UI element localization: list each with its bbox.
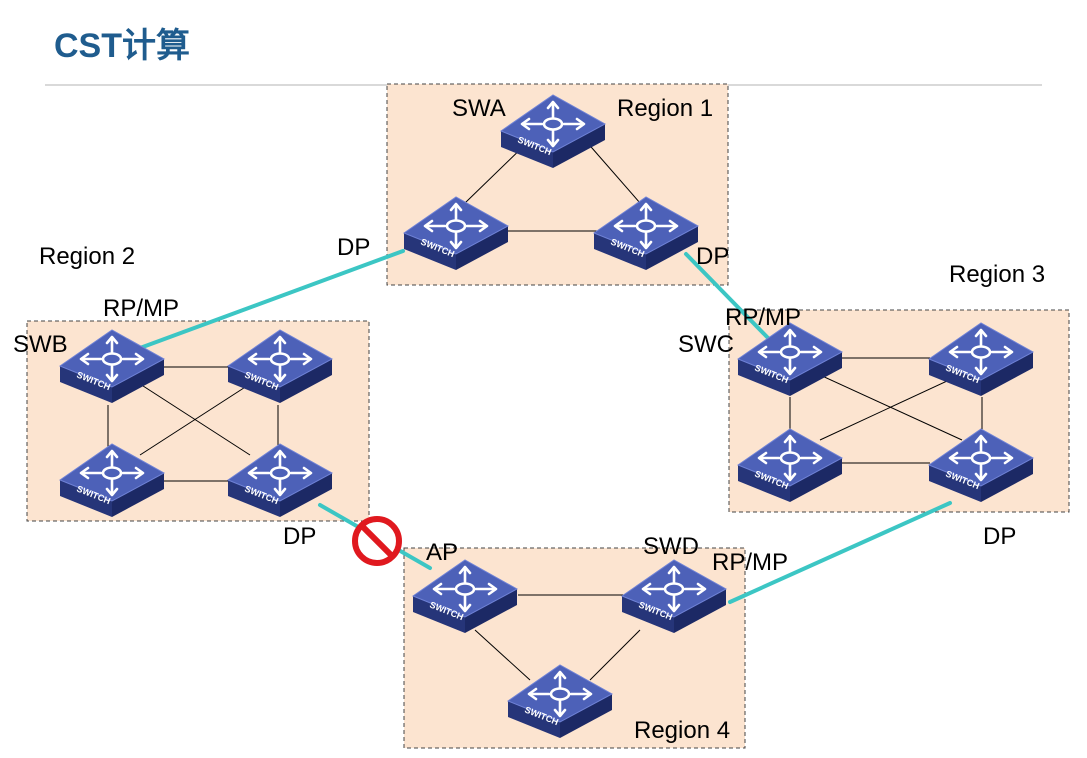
switch-region2-topright-icon[interactable]: SWITCH	[226, 328, 334, 405]
region-3-label: Region 3	[949, 261, 1045, 288]
inter-region-links	[138, 249, 952, 604]
switch-region1-right-icon[interactable]: SWITCH	[592, 195, 700, 272]
switch-region4-bottom-icon[interactable]: SWITCH	[506, 663, 614, 740]
port-label-r2-dp: DP	[283, 523, 316, 550]
port-label-r2-rpmp: RP/MP	[103, 295, 179, 322]
link-region1-region2	[138, 249, 405, 350]
switch-swa-label: SWA	[452, 95, 506, 122]
switch-swb-label: SWB	[13, 331, 68, 358]
port-label-r1-right-dp: DP	[696, 243, 729, 270]
switch-swd-icon[interactable]: SWITCH	[620, 558, 728, 635]
port-label-r4-ap: AP	[426, 539, 458, 566]
switch-swc-label: SWC	[678, 331, 734, 358]
page-title: CST计算	[54, 27, 190, 65]
switch-region4-ap-icon[interactable]: SWITCH	[411, 558, 519, 635]
region-1-label: Region 1	[617, 95, 713, 122]
port-label-r3-rpmp: RP/MP	[725, 304, 801, 331]
switch-region2-bottomleft-icon[interactable]: SWITCH	[58, 442, 166, 519]
link-region3-region4	[728, 501, 952, 604]
switch-region2-bottomright-icon[interactable]: SWITCH	[226, 442, 334, 519]
region-2-label: Region 2	[39, 243, 135, 270]
link-region1-region3	[684, 252, 772, 342]
intra-region-links	[107, 139, 983, 681]
switch-swc-icon[interactable]: SWITCH	[736, 321, 844, 398]
switch-region1-left-icon[interactable]: SWITCH	[402, 195, 510, 272]
switch-region3-topright-icon[interactable]: SWITCH	[927, 321, 1035, 398]
port-label-r1-left-dp: DP	[337, 234, 370, 261]
port-label-r4-rpmp: RP/MP	[712, 549, 788, 576]
switch-swd-label: SWD	[643, 533, 699, 560]
switch-region3-bottomleft-icon[interactable]: SWITCH	[736, 427, 844, 504]
region-4-label: Region 4	[634, 717, 730, 744]
blocked-port-icon	[352, 516, 402, 566]
switch-swa-icon[interactable]: SWITCH	[499, 93, 607, 170]
switch-swb-icon[interactable]: SWITCH	[58, 328, 166, 405]
port-label-r3-dp: DP	[983, 523, 1016, 550]
switch-region3-bottomright-icon[interactable]: SWITCH	[927, 427, 1035, 504]
